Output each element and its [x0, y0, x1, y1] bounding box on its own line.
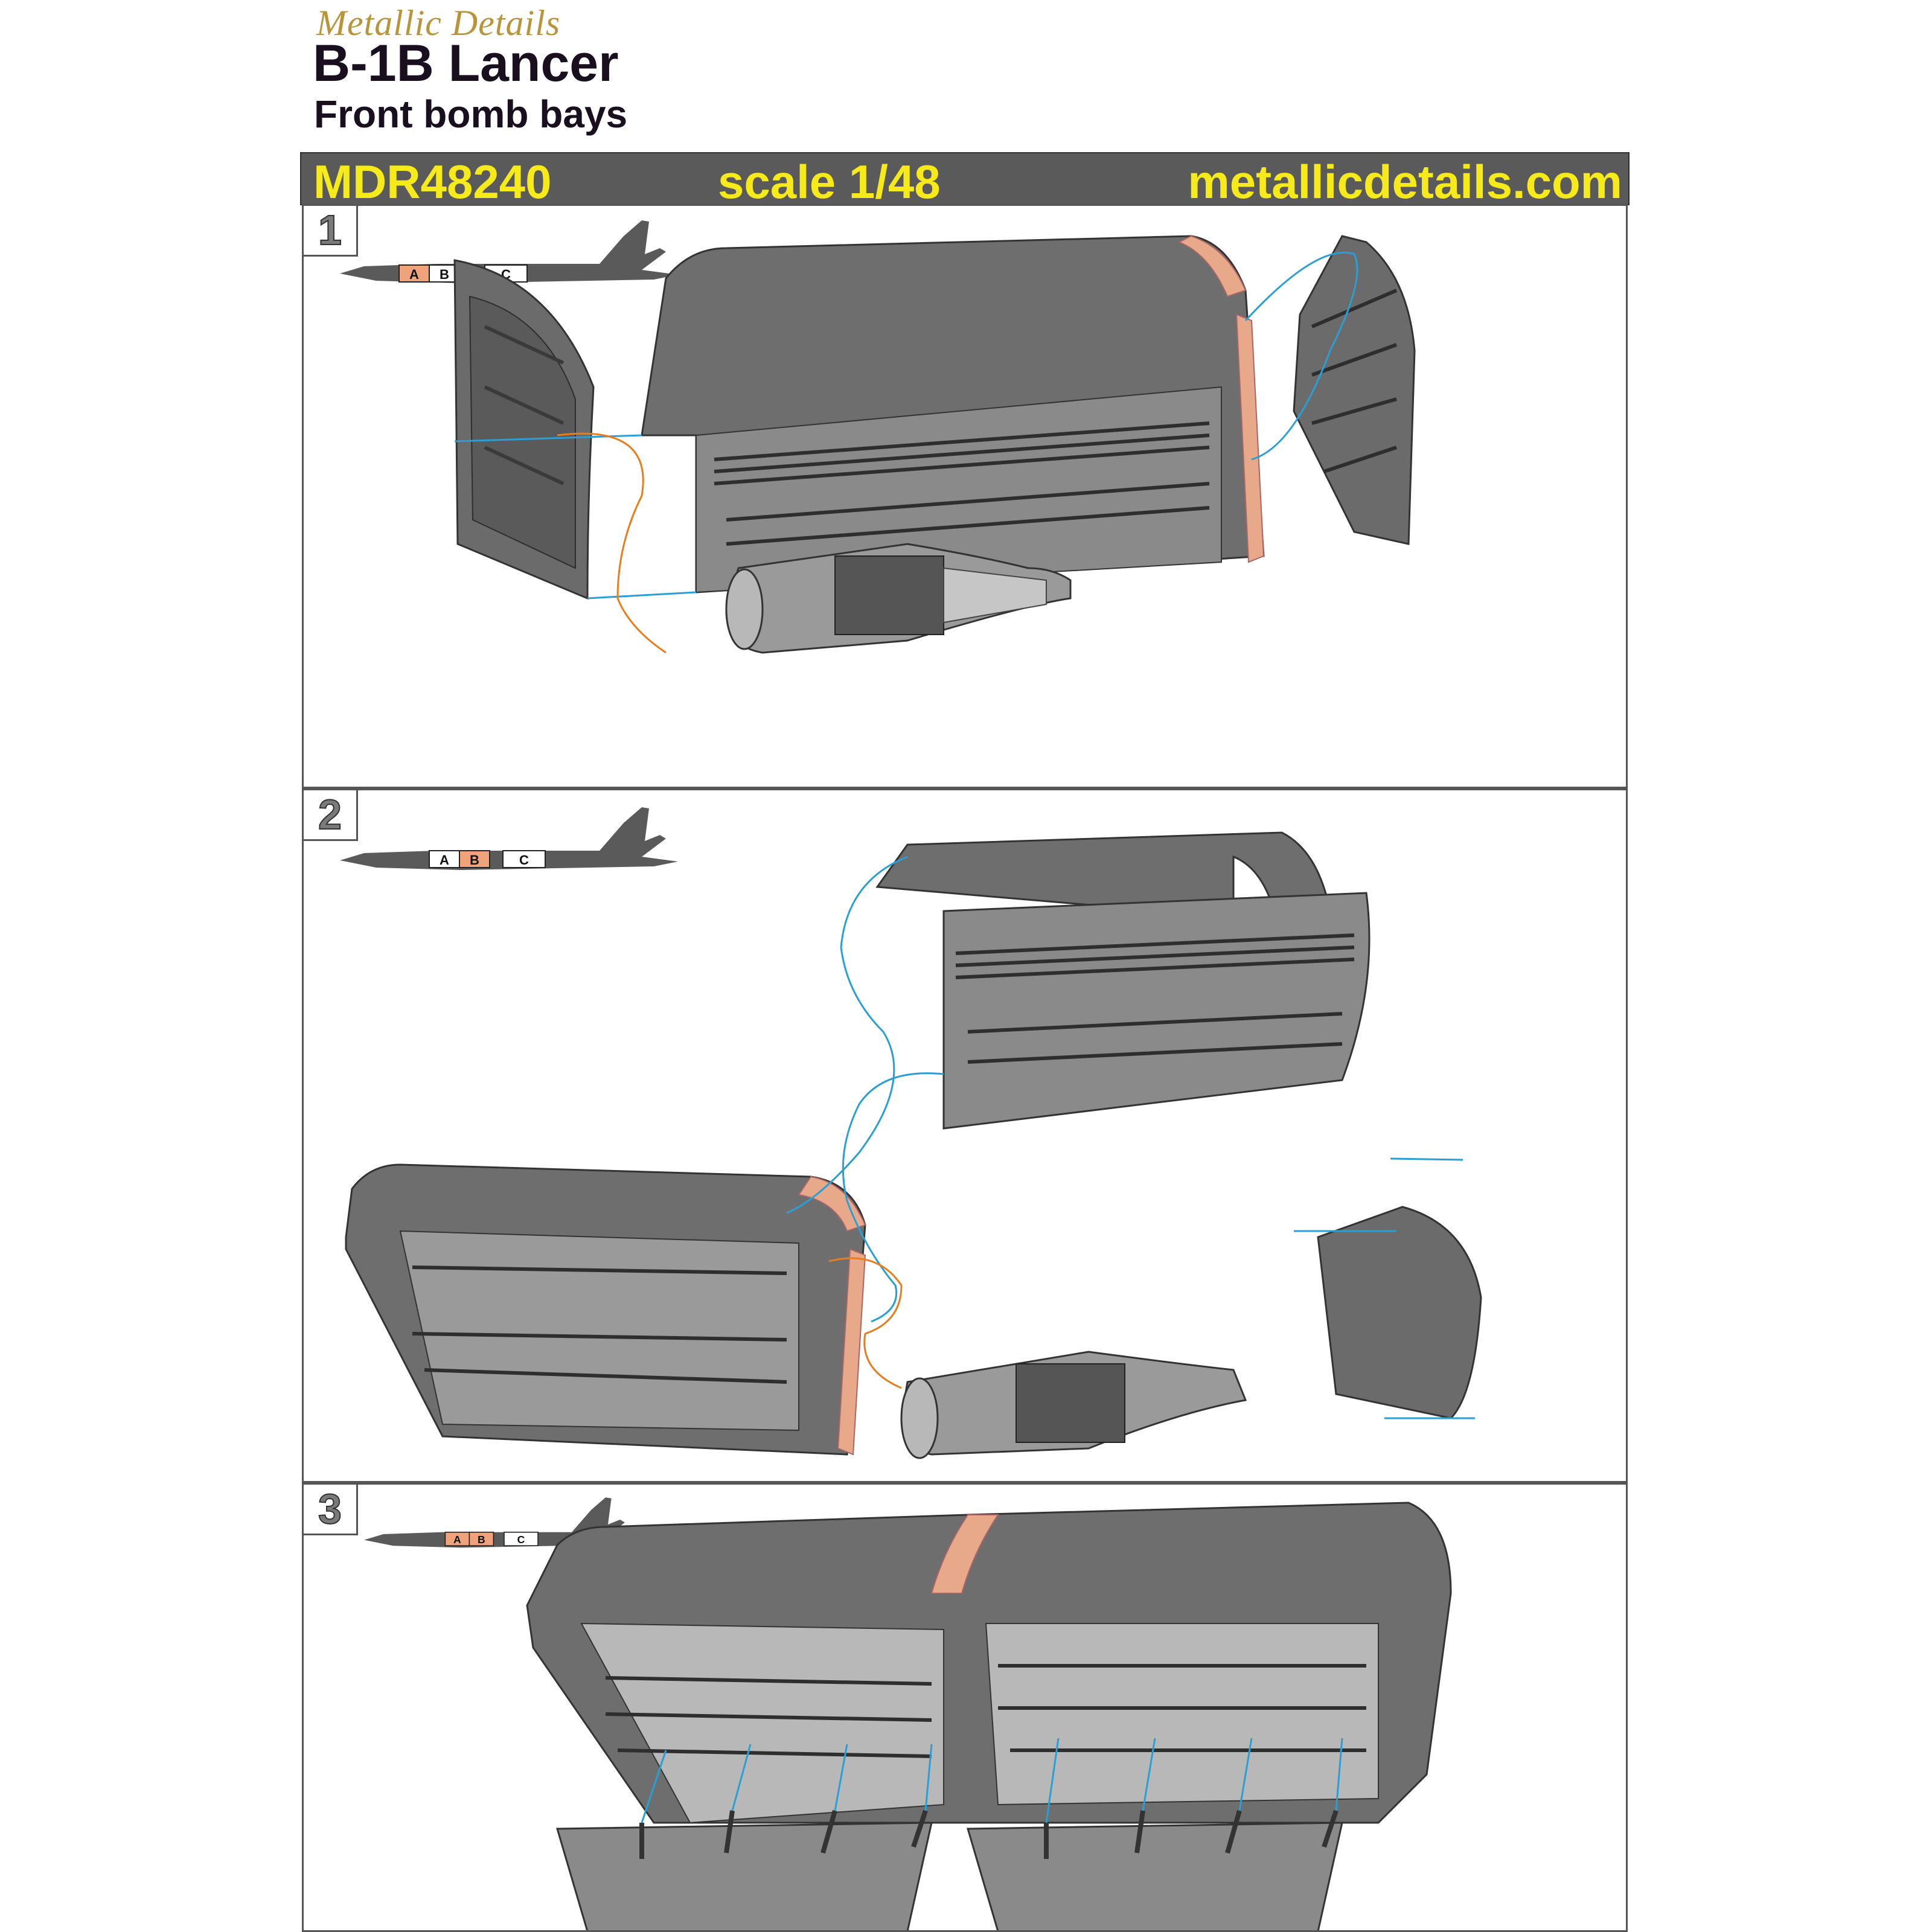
- rear-bulkhead-part: [1293, 235, 1416, 545]
- bay-label-b: B: [470, 852, 479, 868]
- step-3-diagram: A B C: [364, 1497, 1452, 1930]
- step-3-number: 3: [304, 1485, 358, 1535]
- bomb-bay-door-right-part: [967, 1809, 1343, 1930]
- brand-logo: Metallic Details: [316, 3, 561, 43]
- aircraft-silhouette-icon: A B C: [364, 1497, 635, 1548]
- bay-b-structure-part: [875, 831, 1371, 1130]
- website-link[interactable]: metallicdetails.com: [1188, 155, 1622, 208]
- bay-label-b: B: [440, 267, 449, 282]
- rotary-launcher-part: [900, 1351, 1247, 1459]
- combined-bays-part: [526, 1502, 1452, 1824]
- rear-bulkhead-plain-part: [1317, 1206, 1482, 1419]
- bay-a-assembled-part: [345, 1163, 866, 1456]
- scale-label: scale 1/48: [718, 155, 941, 208]
- bay-label-a: A: [453, 1534, 461, 1546]
- aircraft-silhouette-icon: A B C: [340, 807, 678, 870]
- front-bulkhead-part: [453, 259, 595, 600]
- bay-label-c: C: [519, 852, 529, 868]
- bay-label-a: A: [409, 267, 419, 282]
- step-2-panel: 2 A B C: [302, 788, 1628, 1483]
- step-1-panel: 1 A B C: [302, 204, 1628, 788]
- step-2-diagram: A B C: [340, 807, 1482, 1459]
- bay-label-c: C: [517, 1534, 525, 1546]
- bomb-bay-door-left-part: [556, 1809, 933, 1930]
- step-1-number: 1: [304, 206, 358, 257]
- info-banner: MDR48240 scale 1/48 metallicdetails.com: [300, 152, 1630, 208]
- bay-a-structure-part: [641, 235, 1265, 593]
- aircraft-silhouette-icon: A B C: [340, 220, 678, 283]
- page-subtitle: Front bomb bays: [314, 92, 628, 136]
- product-code: MDR48240: [313, 155, 552, 208]
- bay-label-a: A: [440, 852, 449, 868]
- step-3-panel: 3 A B C: [302, 1483, 1628, 1932]
- page-title: B-1B Lancer: [313, 34, 619, 92]
- rotary-launcher-part: [725, 543, 1072, 654]
- step-1-diagram: A B C: [340, 220, 1416, 654]
- step-2-number: 2: [304, 790, 358, 841]
- bay-label-b: B: [478, 1534, 485, 1546]
